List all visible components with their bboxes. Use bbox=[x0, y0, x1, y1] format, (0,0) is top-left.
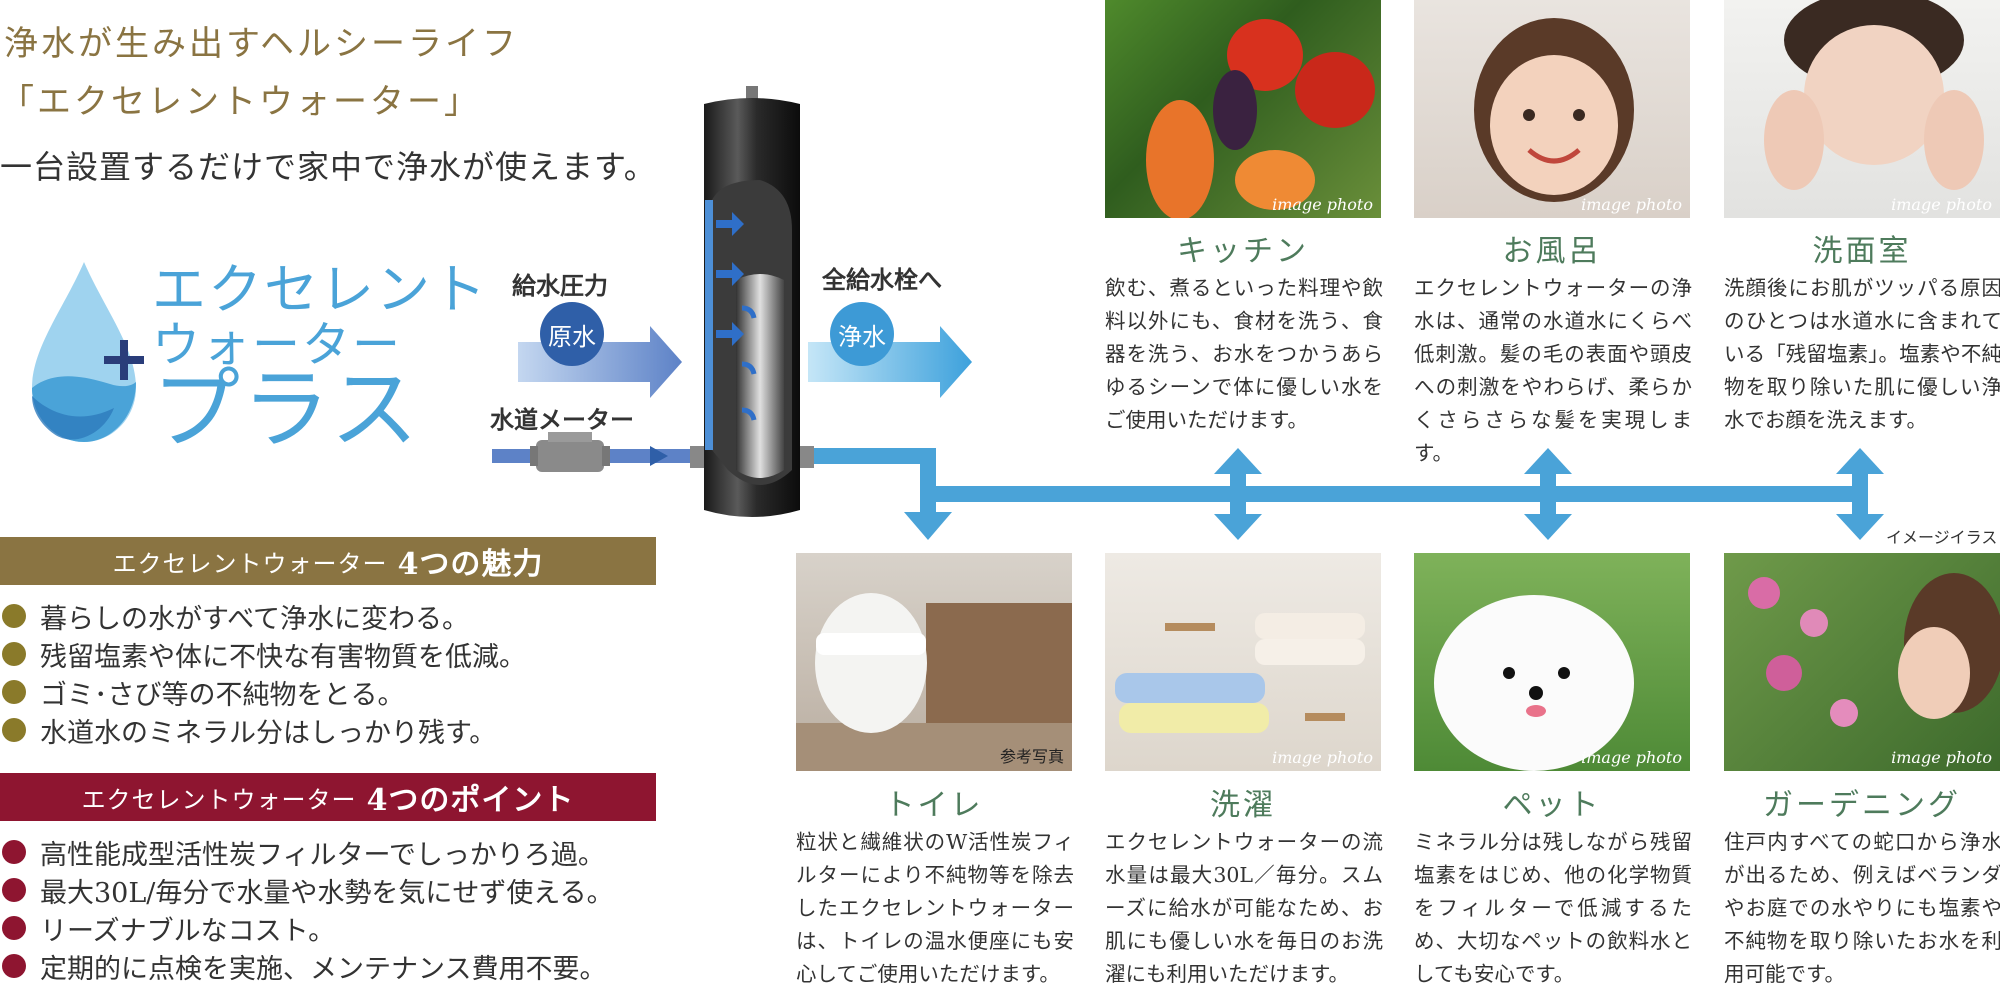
points-banner-prefix: エクセレントウォーター bbox=[81, 785, 357, 814]
water-drop-logo-icon bbox=[32, 262, 144, 442]
supply-pressure-label: 給水圧力 bbox=[512, 272, 608, 300]
bullet-icon bbox=[2, 718, 26, 742]
list-item: 定期的に点検を実施、メンテナンス費用不要。 bbox=[0, 947, 614, 985]
list-item: 最大30L/毎分で水量や水勢を気にせず使える。 bbox=[0, 871, 614, 909]
room-desc-washroom: 洗顔後にお肌がツッパる原因のひとつは水道水に含まれている「残留塩素」。塩素や不純… bbox=[1724, 276, 2000, 432]
room-desc-toilet: 粒状と繊維状のW活性炭フィルターにより不純物等を除去したエクセレントウォーターは… bbox=[796, 830, 1074, 986]
photo-caption: image photo bbox=[1891, 195, 1992, 214]
photo-caption: image photo bbox=[1581, 748, 1682, 767]
bullet-icon bbox=[2, 954, 26, 978]
room-title-kitchen: キッチン bbox=[1177, 234, 1309, 269]
room-desc-laundry: エクセレントウォーターの流水量は最大30L／毎分。スムーズに給水が可能なため、お… bbox=[1105, 830, 1383, 986]
charms-list: 暮らしの水がすべて浄水に変わる。 残留塩素や体に不快な有害物質を低減。 ゴミ･さ… bbox=[0, 597, 526, 749]
bath-photo: image photo bbox=[1414, 0, 1690, 218]
bullet-icon bbox=[2, 878, 26, 902]
points-banner-title: 4つのポイント bbox=[366, 783, 575, 818]
photo-caption: image photo bbox=[1581, 195, 1682, 214]
room-desc-pet: ミネラル分は残しながら残留塩素をはじめ、他の化学物質をフィルターで低減するため、… bbox=[1414, 830, 1692, 986]
room-title-gardening: ガーデニング bbox=[1763, 788, 1961, 823]
list-item: 水道水のミネラル分はしっかり残す。 bbox=[0, 711, 526, 749]
list-item: ゴミ･さび等の不純物をとる。 bbox=[0, 673, 526, 711]
logo-text-line2: ウォーター bbox=[152, 317, 403, 373]
room-title-bath: お風呂 bbox=[1502, 234, 1602, 269]
room-title-pet: ペット bbox=[1502, 788, 1602, 823]
list-item: 残留塩素や体に不快な有害物質を低減。 bbox=[0, 635, 526, 673]
bullet-icon bbox=[2, 840, 26, 864]
distribution-pipes bbox=[814, 448, 1884, 540]
gardening-photo: image photo bbox=[1724, 553, 2000, 771]
water-meter-icon bbox=[530, 432, 610, 472]
raw-water-badge: 原水 bbox=[540, 302, 604, 366]
photo-caption: 参考写真 bbox=[999, 747, 1064, 766]
logo-text-line1: エクセレント bbox=[152, 258, 488, 321]
to-all-faucets-label: 全給水栓へ bbox=[822, 266, 942, 294]
bath-double-arrow bbox=[1524, 448, 1572, 540]
room-title-toilet: トイレ bbox=[884, 788, 984, 823]
purified-water-badge: 浄水 bbox=[830, 302, 894, 366]
points-banner: エクセレントウォーター 4つのポイント bbox=[0, 773, 656, 821]
photo-caption: image photo bbox=[1272, 195, 1373, 214]
headline-line1: 浄水が生み出すヘルシーライフ bbox=[4, 24, 519, 64]
toilet-photo: 参考写真 bbox=[796, 553, 1072, 771]
list-item: リーズナブルなコスト。 bbox=[0, 909, 614, 947]
room-desc-gardening: 住戸内すべての蛇口から浄水が出るため、例えばベランダやお庭での水やりにも塩素や不… bbox=[1724, 830, 2000, 986]
room-desc-kitchen: 飲む、煮るといった料理や飲料以外にも、食材を洗う、食器を洗う、お水をつかうあらゆ… bbox=[1105, 276, 1383, 432]
logo-text-line3: プラス bbox=[152, 358, 421, 461]
laundry-photo: image photo bbox=[1105, 553, 1381, 771]
kitchen-double-arrow bbox=[1214, 448, 1262, 540]
washroom-photo: image photo bbox=[1724, 0, 2000, 218]
water-meter-label: 水道メーター bbox=[490, 406, 634, 434]
filter-tank-icon bbox=[690, 86, 814, 517]
points-list: 高性能成型活性炭フィルターでしっかりろ過。 最大30L/毎分で水量や水勢を気にせ… bbox=[0, 833, 614, 985]
room-desc-bath: エクセレントウォーターの浄水は、通常の水道水にくらべ低刺激。髪の毛の表面や頭皮へ… bbox=[1414, 276, 1692, 465]
headline-line3: 一台設置するだけで家中で浄水が使えます。 bbox=[0, 148, 657, 186]
headline-line2: 「エクセレントウォーター」 bbox=[0, 82, 481, 122]
charms-banner-title: 4つの魅力 bbox=[397, 547, 544, 582]
charms-banner-prefix: エクセレントウォーター bbox=[112, 549, 388, 578]
charms-banner: エクセレントウォーター 4つの魅力 bbox=[0, 537, 656, 585]
room-title-laundry: 洗濯 bbox=[1210, 788, 1276, 823]
list-item: 高性能成型活性炭フィルターでしっかりろ過。 bbox=[0, 833, 614, 871]
bullet-icon bbox=[2, 642, 26, 666]
bullet-icon bbox=[2, 680, 26, 704]
photo-caption: image photo bbox=[1272, 748, 1373, 767]
room-title-washroom: 洗面室 bbox=[1812, 234, 1912, 269]
kitchen-photo: image photo bbox=[1105, 0, 1381, 218]
bullet-icon bbox=[2, 916, 26, 940]
washroom-double-arrow bbox=[1836, 448, 1884, 540]
bullet-icon bbox=[2, 604, 26, 628]
list-item: 暮らしの水がすべて浄水に変わる。 bbox=[0, 597, 526, 635]
pet-photo: image photo bbox=[1414, 553, 1690, 771]
photo-caption: image photo bbox=[1891, 748, 1992, 767]
